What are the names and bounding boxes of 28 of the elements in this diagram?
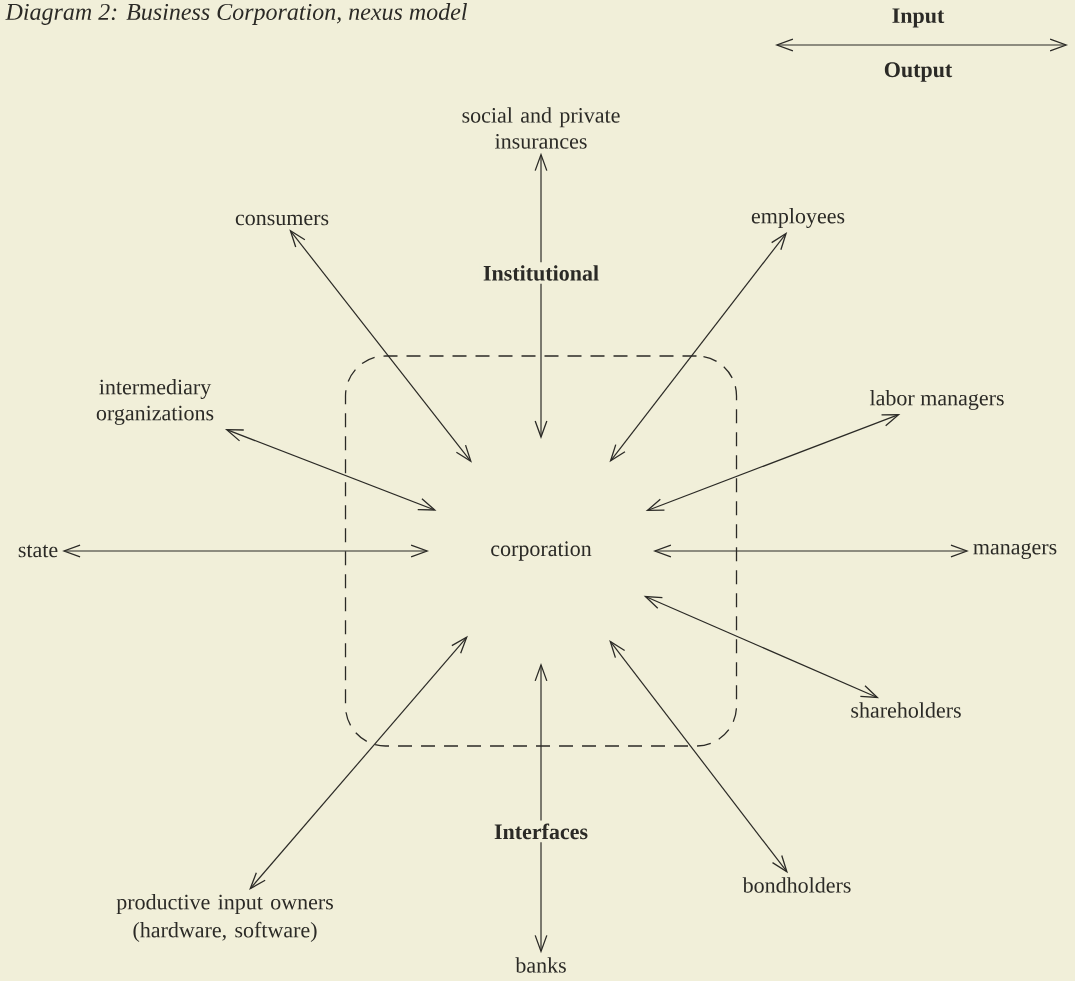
stakeholder-label: bondholders (742, 877, 851, 893)
stakeholder-label: banks (515, 957, 566, 973)
stakeholder-label: managers (973, 542, 1057, 559)
stakeholder-label: shareholders (851, 702, 961, 718)
key-label: Output (884, 62, 953, 82)
stakeholder-label: consumers (235, 214, 329, 226)
stakeholder-label: intermediary organizations (96, 379, 214, 425)
arrow (653, 544, 969, 558)
arrow (224, 429, 437, 511)
arrow (609, 232, 788, 463)
edge-label: Institutional (479, 262, 603, 284)
arrow (289, 229, 472, 463)
stakeholder-label: state (18, 544, 58, 558)
key-label: Input (892, 8, 945, 28)
arrow (62, 544, 429, 558)
edge-label: Interfaces (490, 820, 592, 843)
stakeholder-label: labor managers (869, 390, 1004, 410)
arrow (609, 639, 789, 874)
arrow (645, 414, 901, 512)
dashed-boundary-box: corporation (344, 355, 738, 747)
arrow (534, 663, 548, 954)
arrow (643, 595, 880, 699)
arrow (534, 152, 548, 439)
stakeholder-label: productive input owners (hardware, software) (116, 894, 333, 942)
stakeholder-label: social and private insurances (462, 107, 620, 149)
arrow (249, 635, 468, 890)
stakeholder-label: employees (751, 208, 845, 228)
title: Diagram 2: Business Corporation, nexus model (5, 3, 467, 25)
